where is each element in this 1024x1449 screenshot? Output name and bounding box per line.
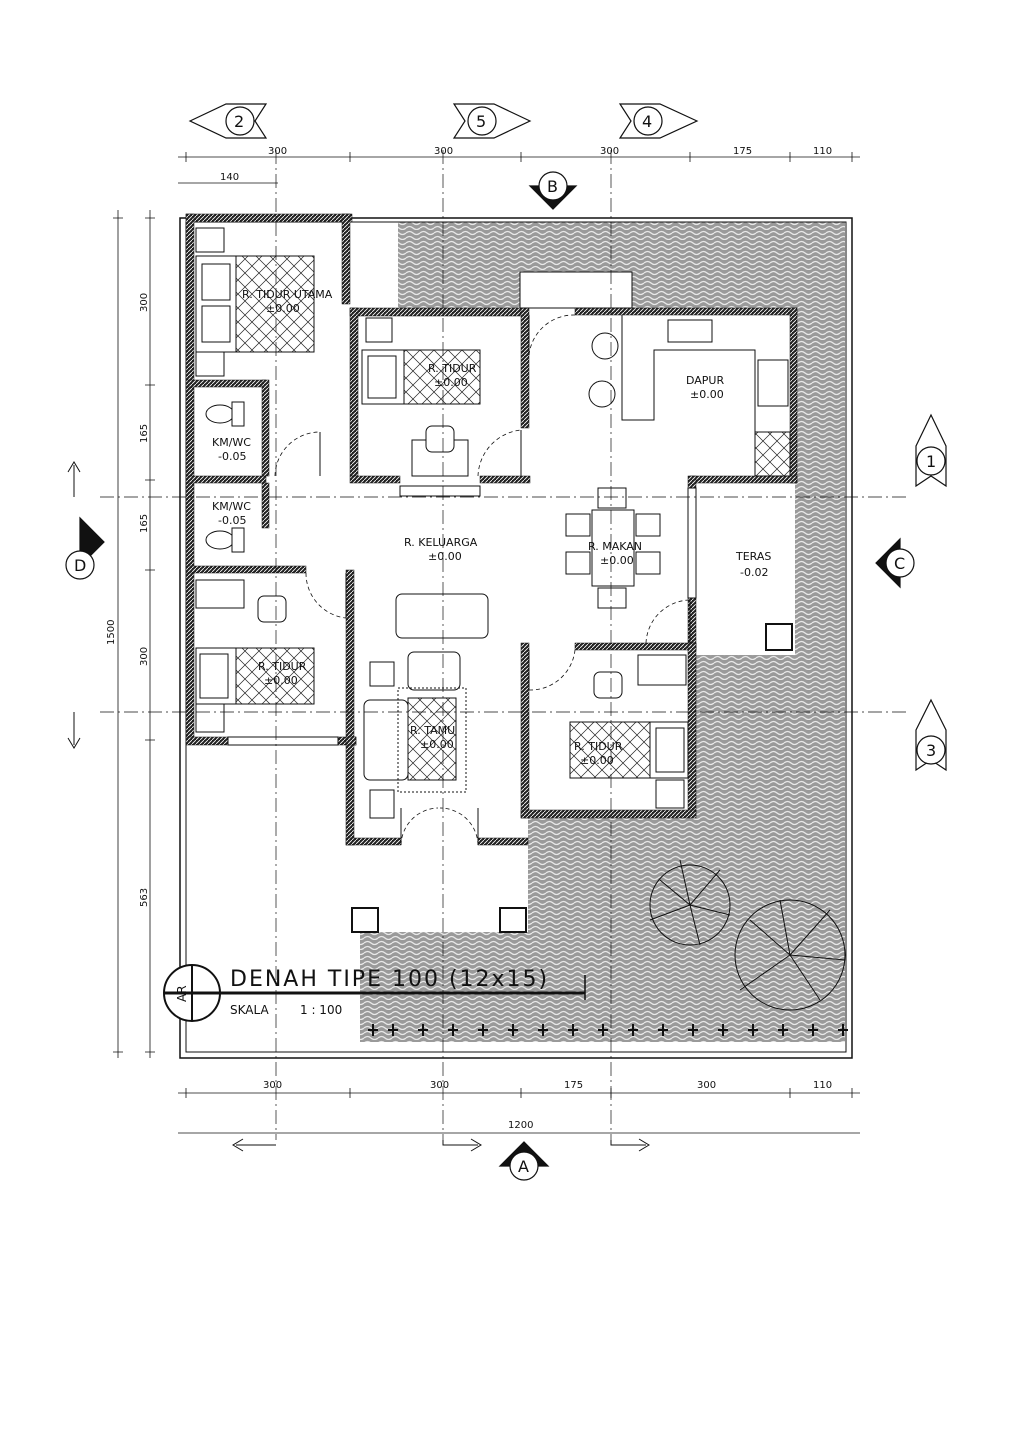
bath-2-name: KM/WC <box>212 500 251 513</box>
axis-3-label: 3 <box>926 741 936 760</box>
door-leaves <box>319 315 691 845</box>
dim-left-2: 165 <box>139 424 150 443</box>
dim-top-5: 110 <box>813 146 832 157</box>
dim-left-1: 300 <box>139 293 150 312</box>
bath-1-level: -0.05 <box>218 450 246 463</box>
bed-1 <box>361 317 481 477</box>
dimension-lines <box>113 152 860 1134</box>
section-markers <box>65 171 915 1181</box>
axis-5-label: 5 <box>476 112 486 131</box>
kitchen-level: ±0.00 <box>690 388 724 401</box>
chairs <box>257 425 623 699</box>
dim-top-1: 300 <box>268 146 287 157</box>
drawing-title: DENAH TIPE 100 (12x15) <box>230 967 549 992</box>
living-level: ±0.00 <box>420 738 454 751</box>
dim-bottom-1: 300 <box>263 1080 282 1091</box>
dim-bottom-2: 300 <box>430 1080 449 1091</box>
bed-3 <box>569 654 689 809</box>
dim-top-4: 175 <box>733 146 752 157</box>
bathroom-fixtures <box>205 401 245 553</box>
family-room-level: ±0.00 <box>428 550 462 563</box>
title-block: AR DENAH TIPE 100 (12x15) SKALA 1 : 100 <box>163 964 586 1022</box>
section-d-label: D <box>74 556 86 575</box>
garden-plants <box>368 859 848 1036</box>
view-arrows <box>67 461 650 1152</box>
section-marker-labels: B A D C <box>74 177 905 1176</box>
section-b-label: B <box>547 177 558 196</box>
dim-bottom-3: 175 <box>564 1080 583 1091</box>
bedroom-2-level: ±0.00 <box>264 674 298 687</box>
dim-left-total: 1500 <box>106 620 117 645</box>
dim-bottom-5: 110 <box>813 1080 832 1091</box>
master-bedroom-level: ±0.00 <box>266 302 300 315</box>
bedroom-3-level: ±0.00 <box>580 754 614 767</box>
dim-bottom-4: 300 <box>697 1080 716 1091</box>
axis-1-label: 1 <box>926 452 936 471</box>
room-labels: R. TIDUR UTAMA ±0.00 R. TIDUR ±0.00 KM/W… <box>212 288 771 767</box>
kitchen-name: DAPUR <box>686 374 724 387</box>
dining-set <box>565 487 661 609</box>
grid-lines <box>100 150 910 1140</box>
bedroom-2-name: R. TIDUR <box>258 660 307 673</box>
bath-2-level: -0.05 <box>218 514 246 527</box>
shrub-row <box>368 1024 848 1036</box>
title-badge: AR <box>175 985 189 1002</box>
scale-label: SKALA <box>230 1003 269 1017</box>
section-a-label: A <box>518 1157 529 1176</box>
columns <box>351 623 793 933</box>
family-room-name: R. KELUARGA <box>404 536 478 549</box>
windows <box>227 271 697 746</box>
axis-4-label: 4 <box>642 112 652 131</box>
living-furniture <box>363 593 489 819</box>
dim-left-5: 563 <box>139 888 150 907</box>
bath-1-name: KM/WC <box>212 436 251 449</box>
dim-top-sub: 140 <box>220 172 239 183</box>
dining-name: R. MAKAN <box>588 540 642 553</box>
axis-marker-labels: 2 5 4 1 3 <box>234 112 936 760</box>
dim-top-3: 300 <box>600 146 619 157</box>
master-bedroom-name: R. TIDUR UTAMA <box>242 288 333 301</box>
bedroom-1-level: ±0.00 <box>434 376 468 389</box>
scale-value: 1 : 100 <box>300 1003 342 1017</box>
kitchen-fixtures <box>588 315 791 477</box>
bed-2 <box>195 579 315 733</box>
dimension-labels: 300 300 300 175 110 140 300 300 175 300 … <box>106 146 832 1131</box>
dim-bottom-total: 1200 <box>508 1120 533 1131</box>
dining-level: ±0.00 <box>600 554 634 567</box>
master-bed <box>195 227 315 377</box>
dim-top-2: 300 <box>434 146 453 157</box>
dim-left-3: 165 <box>139 514 150 533</box>
axis-markers <box>188 103 947 772</box>
terrace-level: -0.02 <box>740 566 768 579</box>
living-name: R. TAMU <box>410 724 455 737</box>
paving-area <box>360 222 845 1042</box>
dim-left-4: 300 <box>139 647 150 666</box>
section-c-label: C <box>894 554 905 573</box>
terrace-name: TERAS <box>735 550 771 563</box>
axis-2-label: 2 <box>234 112 244 131</box>
bedroom-3-name: R. TIDUR <box>574 740 623 753</box>
bedroom-1-name: R. TIDUR <box>428 362 477 375</box>
